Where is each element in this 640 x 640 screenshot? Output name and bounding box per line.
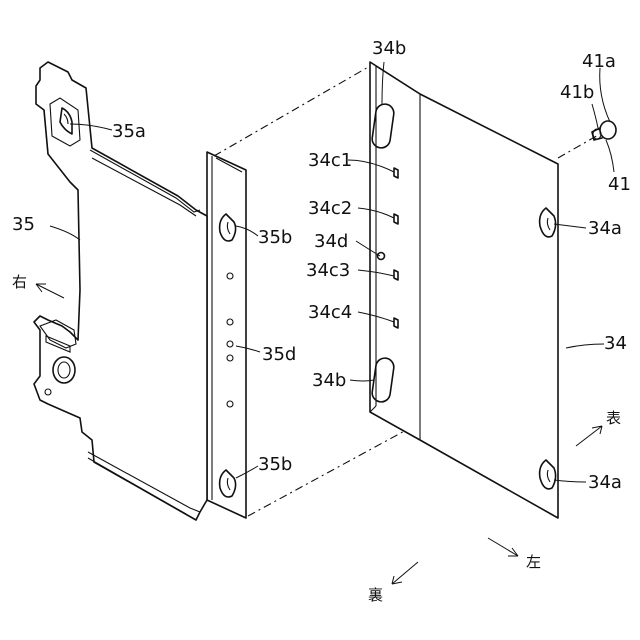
label-34b-top: 34b xyxy=(372,38,406,59)
label-41a: 41a xyxy=(582,51,616,72)
label-34c1: 34c1 xyxy=(308,150,352,171)
direction-back-label: 裏 xyxy=(368,586,383,604)
label-35: 35 xyxy=(12,214,35,235)
label-34d: 34d xyxy=(314,231,348,252)
label-41b: 41b xyxy=(560,82,594,103)
label-35b-bottom: 35b xyxy=(258,454,292,475)
direction-front-label: 表 xyxy=(606,409,621,427)
screw-41 xyxy=(592,121,616,140)
direction-right-label: 右 xyxy=(12,273,27,291)
label-34c3: 34c3 xyxy=(306,260,350,281)
label-34a-top: 34a xyxy=(588,218,622,239)
label-34a-bottom: 34a xyxy=(588,472,622,493)
label-35b-top: 35b xyxy=(258,227,292,248)
direction-left-label: 左 xyxy=(526,553,541,571)
label-34c2: 34c2 xyxy=(308,198,352,219)
label-34: 34 xyxy=(604,333,627,354)
label-34b-bottom: 34b xyxy=(312,370,346,391)
label-35d: 35d xyxy=(262,344,296,365)
label-35a: 35a xyxy=(112,121,146,142)
label-41: 41 xyxy=(608,174,631,195)
label-34c4: 34c4 xyxy=(308,302,352,323)
plate-34 xyxy=(370,62,558,518)
